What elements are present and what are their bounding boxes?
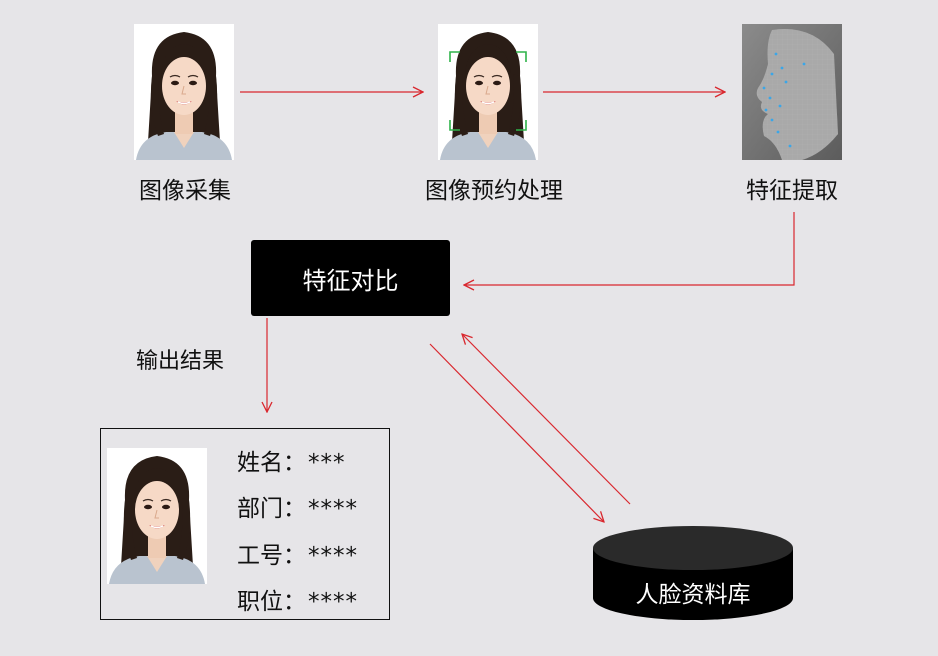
step-capture-label: 图像采集 xyxy=(139,178,231,204)
feature-compare-box: 特征对比 xyxy=(251,240,450,316)
feature-compare-label: 特征对比 xyxy=(302,266,399,295)
employee-id-label: 工号： xyxy=(237,543,306,569)
position-field: 职位：**** xyxy=(237,582,358,616)
department-field: 部门：**** xyxy=(237,489,358,523)
department-label: 部门： xyxy=(237,496,306,522)
feature-mesh-image xyxy=(742,24,842,160)
result-photo xyxy=(107,448,207,584)
department-value: **** xyxy=(308,496,358,522)
position-value: **** xyxy=(308,589,358,615)
capture-photo xyxy=(134,24,234,160)
employee-id-value: **** xyxy=(308,543,358,569)
result-card: 姓名：*** 部门：**** 工号：**** 职位：**** xyxy=(100,428,390,620)
face-database-label: 人脸资料库 xyxy=(635,582,751,608)
step-extract-label: 特征提取 xyxy=(746,178,838,204)
position-label: 职位： xyxy=(237,589,306,615)
employee-id-field: 工号：**** xyxy=(237,536,358,570)
name-field: 姓名：*** xyxy=(237,443,346,477)
step-preprocess-label: 图像预约处理 xyxy=(425,178,563,204)
output-result-label: 输出结果 xyxy=(136,349,225,374)
arrow-extract-to-compare xyxy=(464,212,795,285)
preprocess-photo xyxy=(438,24,538,160)
arrow-compare-to-database xyxy=(429,343,604,522)
name-value: *** xyxy=(308,450,346,476)
arrow-database-to-compare xyxy=(462,334,631,505)
name-label: 姓名： xyxy=(237,450,306,476)
